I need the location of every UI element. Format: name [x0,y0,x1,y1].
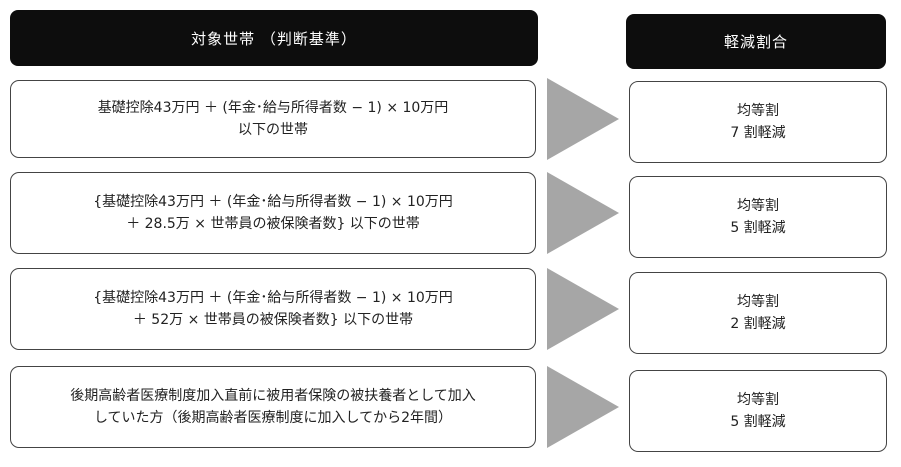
arrow-3 [547,268,619,350]
arrow-4 [547,366,619,448]
reduction-rate-header-label: 軽減割合 [723,33,788,51]
condition-2-line-2: ＋ 28.5万 × 世帯員の被保険者数} 以下の世帯 [126,216,420,232]
result-3-line-1: 均等割 [737,294,779,310]
result-1-line-1: 均等割 [737,103,779,119]
result-box-2: 均等割 5 割軽減 [629,176,887,258]
condition-3-line-1: {基礎控除43万円 ＋ (年金･給与所得者数 − 1) × 10万円 [93,290,453,306]
result-3-line-2: 2 割軽減 [730,316,786,332]
result-2-line-2: 5 割軽減 [730,220,786,236]
condition-3-line-2: ＋ 52万 × 世帯員の被保険者数} 以下の世帯 [132,312,414,328]
result-box-3: 均等割 2 割軽減 [629,272,887,354]
condition-box-1: 基礎控除43万円 ＋ (年金･給与所得者数 − 1) × 10万円 以下の世帯 [10,80,536,158]
condition-box-2: {基礎控除43万円 ＋ (年金･給与所得者数 − 1) × 10万円 ＋ 28.… [10,172,536,254]
target-household-header: 対象世帯 （判断基準） [10,10,538,66]
condition-4-line-2: していた方（後期高齢者医療制度に加入してから2年間） [93,410,453,426]
target-household-header-label: 対象世帯 （判断基準） [191,29,357,48]
arrow-1 [547,78,619,160]
condition-box-3: {基礎控除43万円 ＋ (年金･給与所得者数 − 1) × 10万円 ＋ 52万… [10,268,536,350]
result-box-4: 均等割 5 割軽減 [629,370,887,452]
arrow-2 [547,172,619,254]
result-4-line-1: 均等割 [737,392,779,408]
condition-2-line-1: {基礎控除43万円 ＋ (年金･給与所得者数 − 1) × 10万円 [93,194,453,210]
result-box-1: 均等割 7 割軽減 [629,81,887,163]
result-4-line-2: 5 割軽減 [730,414,786,430]
condition-1-line-1: 基礎控除43万円 ＋ (年金･給与所得者数 − 1) × 10万円 [97,100,449,116]
condition-1-line-2: 以下の世帯 [238,122,308,138]
result-2-line-1: 均等割 [737,198,779,214]
condition-box-4: 後期高齢者医療制度加入直前に被用者保険の被扶養者として加入 していた方（後期高齢… [10,366,536,448]
result-1-line-2: 7 割軽減 [730,125,786,141]
condition-4-line-1: 後期高齢者医療制度加入直前に被用者保険の被扶養者として加入 [70,388,476,404]
reduction-rate-header: 軽減割合 [626,14,886,69]
